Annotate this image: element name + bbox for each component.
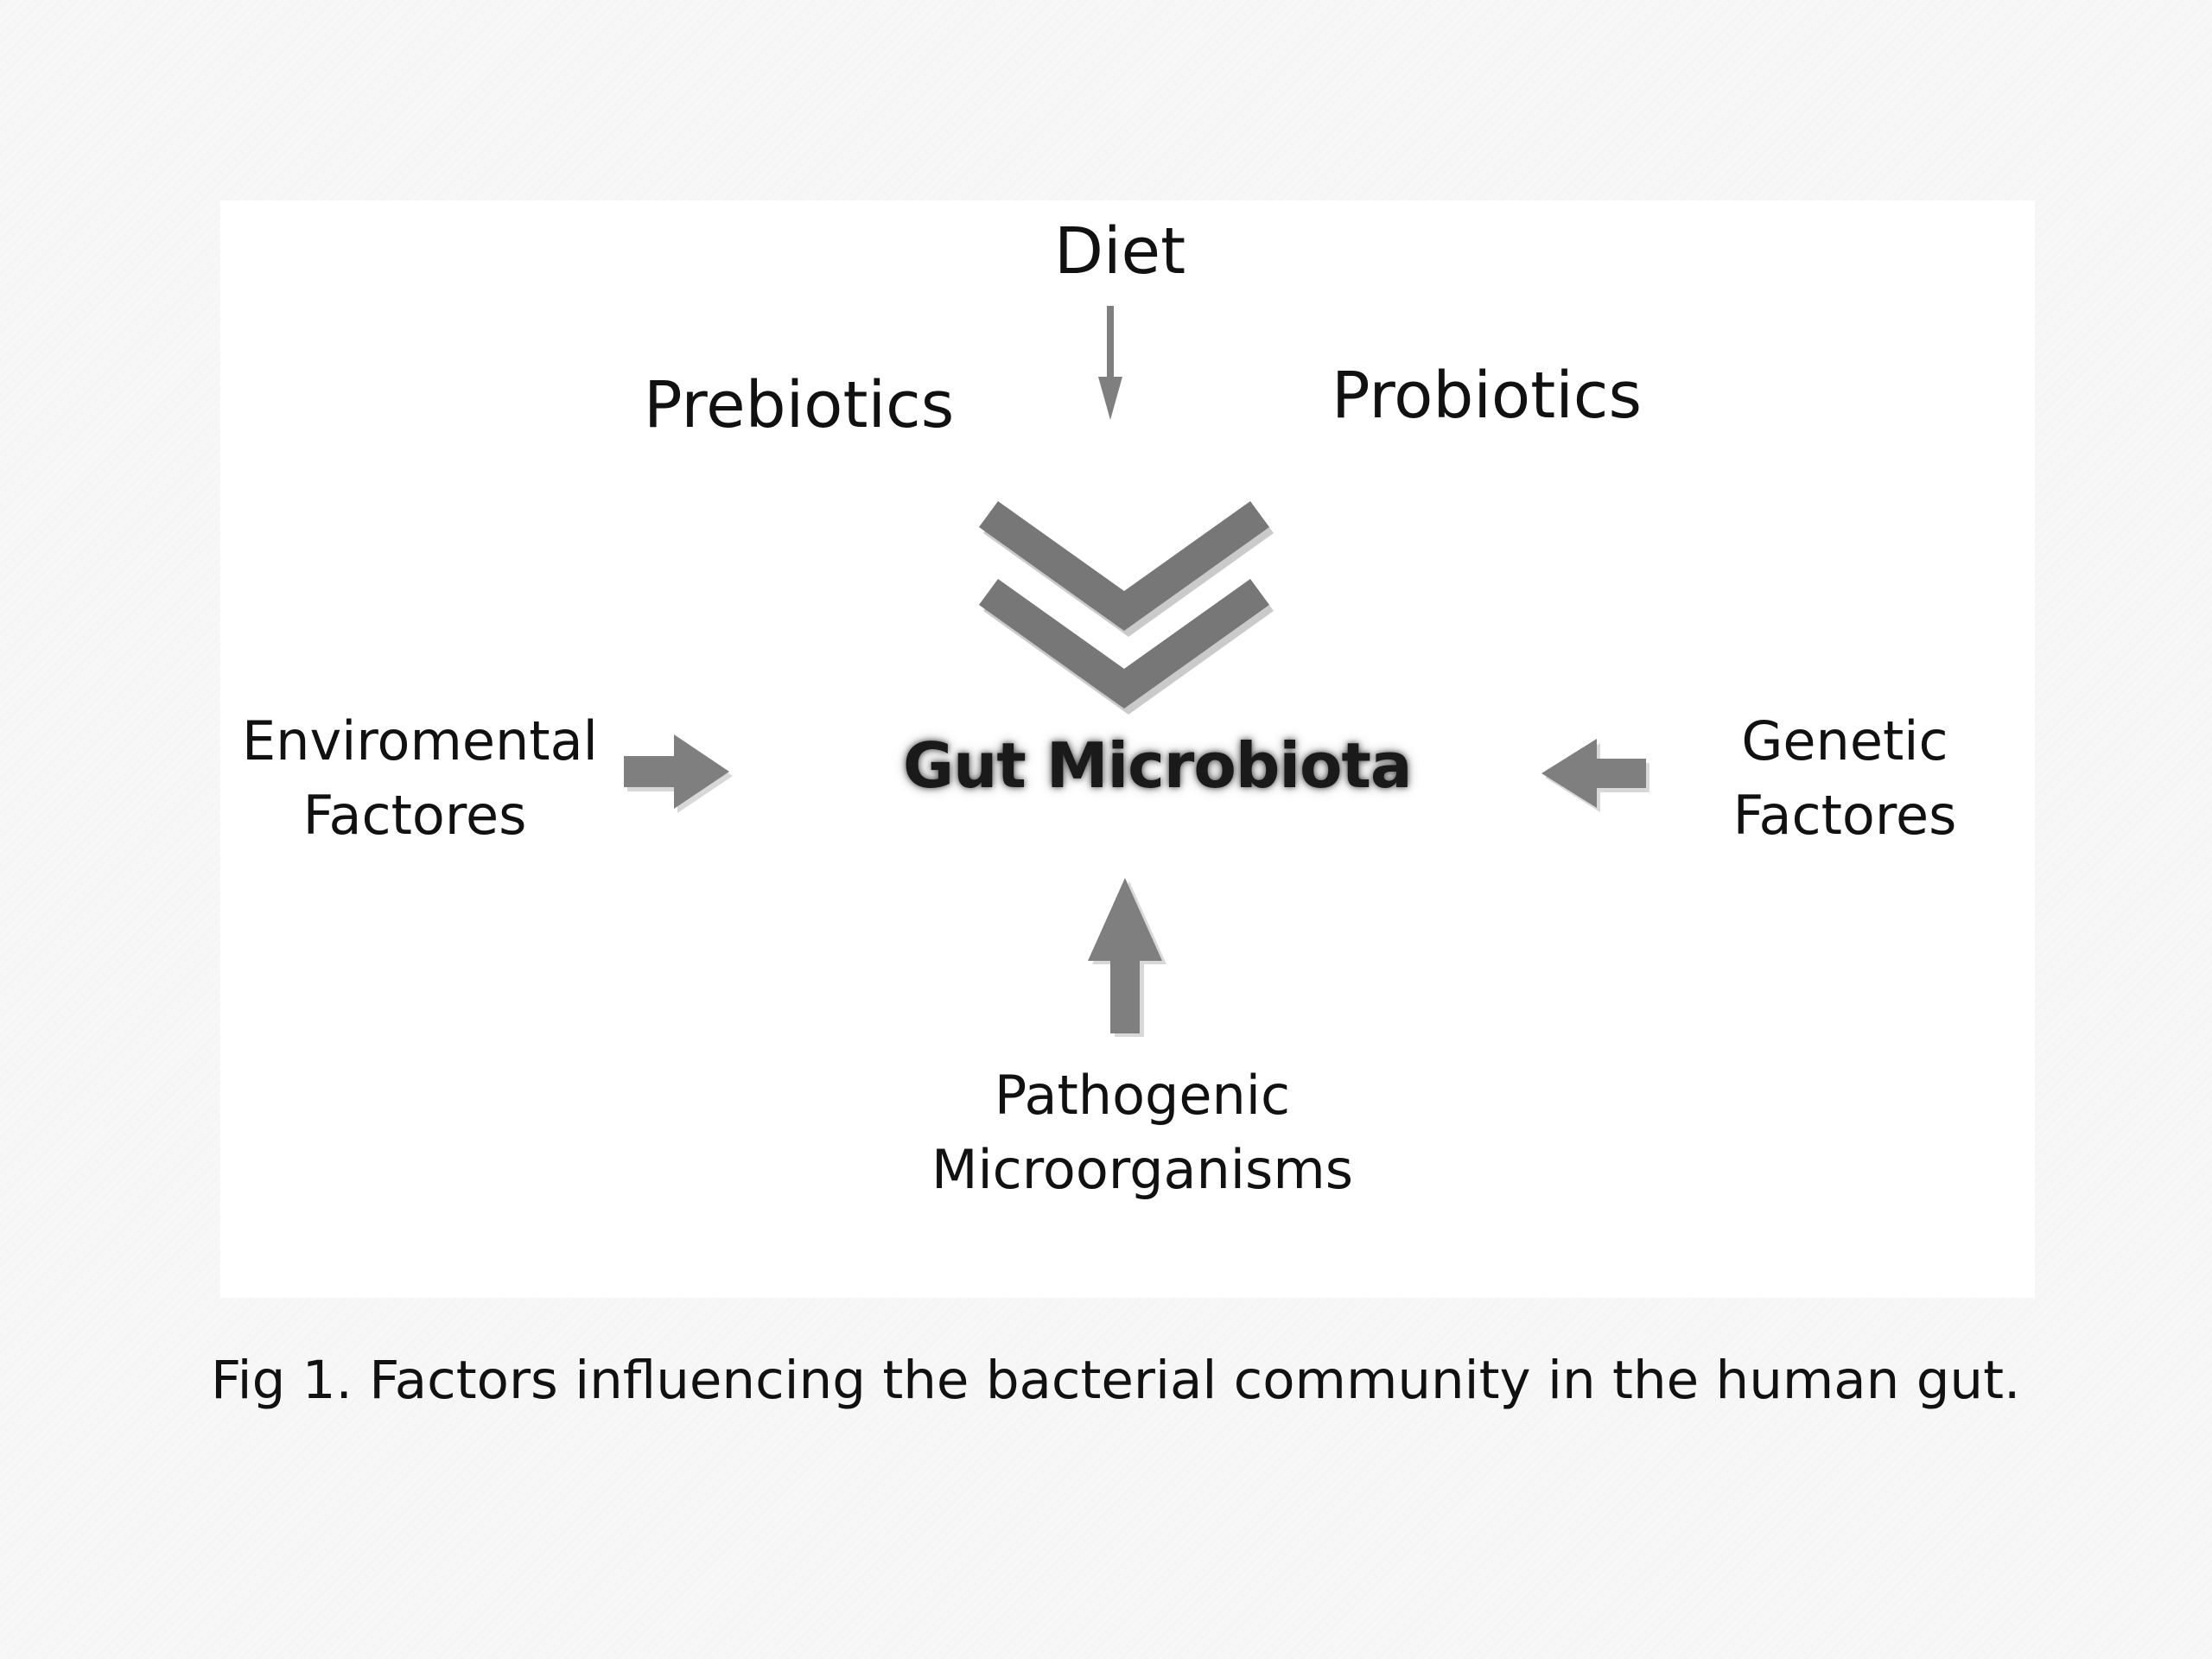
genetic-factors-label: Genetic Factores [1732, 704, 1957, 852]
environmental-factors-label: Enviromental Factores [242, 704, 598, 852]
pathogenic-microorganisms-label: Pathogenic Microorganisms [926, 1058, 1358, 1206]
environmental-arrow [624, 734, 733, 813]
pathogenic-microorganisms-line-2: Microorganisms [931, 1137, 1354, 1201]
figure-panel [220, 200, 2035, 1298]
pathogenic-arrow [1088, 878, 1166, 1037]
figure-caption: Fig 1. Factors influencing the bacterial… [211, 1350, 2021, 1411]
pathogenic-microorganisms-line-1: Pathogenic [994, 1064, 1291, 1127]
chevron-down-icon [979, 501, 1274, 715]
genetic-factors-line-2: Factores [1732, 783, 1957, 847]
probiotics-label: Probiotics [1332, 359, 1643, 433]
genetic-factors-line-1: Genetic [1741, 709, 1948, 772]
gut-microbiota-label: Gut Microbiota [903, 729, 1413, 802]
diet-label: Diet [1054, 214, 1186, 289]
environmental-factors-line-2: Factores [302, 783, 527, 847]
prebiotics-label: Prebiotics [644, 368, 955, 442]
environmental-factors-line-1: Enviromental [242, 709, 598, 772]
genetic-arrow [1541, 739, 1649, 812]
diet-arrow [1098, 306, 1122, 420]
